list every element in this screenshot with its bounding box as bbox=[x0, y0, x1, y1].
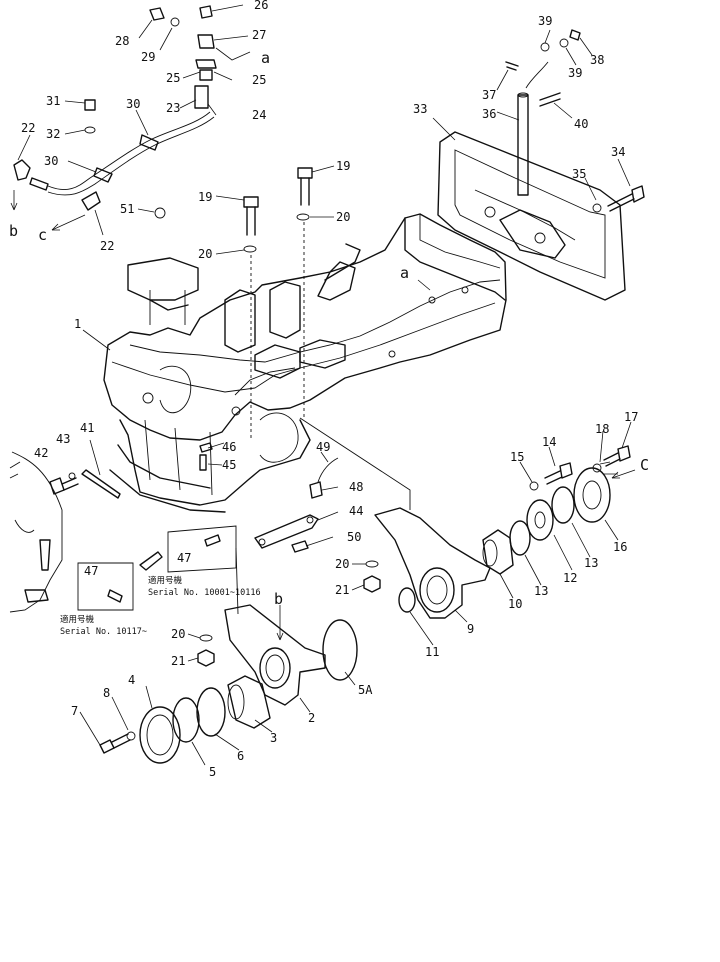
label-28: 28 bbox=[115, 34, 129, 48]
serial-a-text: Serial No. 10001~10116 bbox=[148, 588, 261, 598]
label-38: 38 bbox=[590, 53, 604, 67]
label-21a: 21 bbox=[335, 583, 349, 597]
label-5a: 5A bbox=[358, 683, 373, 697]
label-51: 51 bbox=[120, 202, 134, 216]
pins-45-46 bbox=[199, 442, 213, 471]
serial-a-cn: 適用号機 bbox=[148, 575, 183, 586]
label-12: 12 bbox=[563, 571, 577, 585]
label-40: 40 bbox=[574, 117, 588, 131]
label-36: 36 bbox=[482, 107, 496, 121]
nut-51 bbox=[154, 207, 166, 219]
label-20d: 20 bbox=[171, 627, 185, 641]
hose-assembly bbox=[13, 5, 217, 211]
detail-box-47 bbox=[77, 525, 237, 611]
label-45: 45 bbox=[222, 458, 236, 472]
bolt-34 bbox=[592, 185, 645, 213]
letter-b-lower: b bbox=[274, 590, 283, 608]
label-42: 42 bbox=[34, 446, 48, 460]
seal-rings-right bbox=[482, 467, 611, 575]
label-26: 26 bbox=[254, 0, 268, 12]
seal-rings-left bbox=[139, 619, 358, 764]
label-22a: 22 bbox=[21, 121, 35, 135]
label-22b: 22 bbox=[100, 239, 114, 253]
label-37: 37 bbox=[482, 88, 496, 102]
bolts-14-17 bbox=[529, 445, 631, 491]
axle-support-9 bbox=[374, 507, 491, 619]
reference-letters: a a b b c C bbox=[9, 49, 649, 608]
label-6: 6 bbox=[237, 749, 244, 763]
label-11: 11 bbox=[425, 645, 439, 659]
label-16: 16 bbox=[613, 540, 627, 554]
label-44: 44 bbox=[349, 504, 363, 518]
label-20b: 20 bbox=[198, 247, 212, 261]
bar-41 bbox=[49, 469, 121, 499]
axle-support-2 bbox=[224, 604, 326, 706]
plate-44 bbox=[254, 457, 339, 553]
serial-b-text: Serial No. 10117~ bbox=[60, 627, 147, 637]
label-43: 43 bbox=[56, 432, 70, 446]
letter-a-top: a bbox=[261, 49, 270, 67]
label-9: 9 bbox=[467, 622, 474, 636]
label-10: 10 bbox=[508, 597, 522, 611]
label-46: 46 bbox=[222, 440, 236, 454]
label-39b: 39 bbox=[568, 66, 582, 80]
label-1: 1 bbox=[74, 317, 81, 331]
label-19a: 19 bbox=[336, 159, 350, 173]
leader-lines bbox=[10, 4, 636, 766]
label-34: 34 bbox=[611, 145, 625, 159]
letter-c-right: C bbox=[640, 456, 649, 474]
label-2: 2 bbox=[308, 711, 315, 725]
label-31: 31 bbox=[46, 94, 60, 108]
label-47b: 47 bbox=[84, 564, 98, 578]
label-24: 24 bbox=[252, 108, 266, 122]
serial-b-cn: 適用号機 bbox=[60, 614, 95, 625]
label-30b: 30 bbox=[44, 154, 58, 168]
label-39a: 39 bbox=[538, 14, 552, 28]
label-30a: 30 bbox=[126, 97, 140, 111]
label-48: 48 bbox=[349, 480, 363, 494]
label-5: 5 bbox=[209, 765, 216, 779]
counterweight bbox=[437, 131, 626, 301]
callout-labels: 1 2 3 4 5 5A 6 7 8 9 10 11 12 13 13 14 1… bbox=[21, 0, 638, 779]
label-50: 50 bbox=[347, 530, 361, 544]
label-47a: 47 bbox=[177, 551, 191, 565]
label-13a: 13 bbox=[534, 584, 548, 598]
serial-notes: 適用号機 Serial No. 10001~10116 適用号機 Serial … bbox=[60, 575, 261, 637]
label-19b: 19 bbox=[198, 190, 212, 204]
letter-c-left: c bbox=[38, 226, 47, 244]
label-13b: 13 bbox=[584, 556, 598, 570]
label-7: 7 bbox=[71, 704, 78, 718]
label-49: 49 bbox=[316, 440, 330, 454]
label-14: 14 bbox=[542, 435, 556, 449]
pin-assembly bbox=[505, 29, 581, 196]
label-8: 8 bbox=[103, 686, 110, 700]
label-17: 17 bbox=[624, 410, 638, 424]
label-33: 33 bbox=[413, 102, 427, 116]
label-20c: 20 bbox=[335, 557, 349, 571]
label-3: 3 bbox=[270, 731, 277, 745]
label-32: 32 bbox=[46, 127, 60, 141]
label-35: 35 bbox=[572, 167, 586, 181]
label-23: 23 bbox=[166, 101, 180, 115]
left-detail bbox=[9, 451, 63, 613]
label-41: 41 bbox=[80, 421, 94, 435]
letter-b-left: b bbox=[9, 222, 18, 240]
main-frame bbox=[103, 213, 507, 513]
label-15: 15 bbox=[510, 450, 524, 464]
label-20a: 20 bbox=[336, 210, 350, 224]
label-27: 27 bbox=[252, 28, 266, 42]
label-29: 29 bbox=[141, 50, 155, 64]
label-25a: 25 bbox=[166, 71, 180, 85]
label-21b: 21 bbox=[171, 654, 185, 668]
letter-a-frame: a bbox=[400, 264, 409, 282]
bolts-19 bbox=[243, 167, 313, 440]
bolt-7 bbox=[99, 731, 136, 754]
label-18: 18 bbox=[595, 422, 609, 436]
label-4: 4 bbox=[128, 673, 135, 687]
label-25b: 25 bbox=[252, 73, 266, 87]
